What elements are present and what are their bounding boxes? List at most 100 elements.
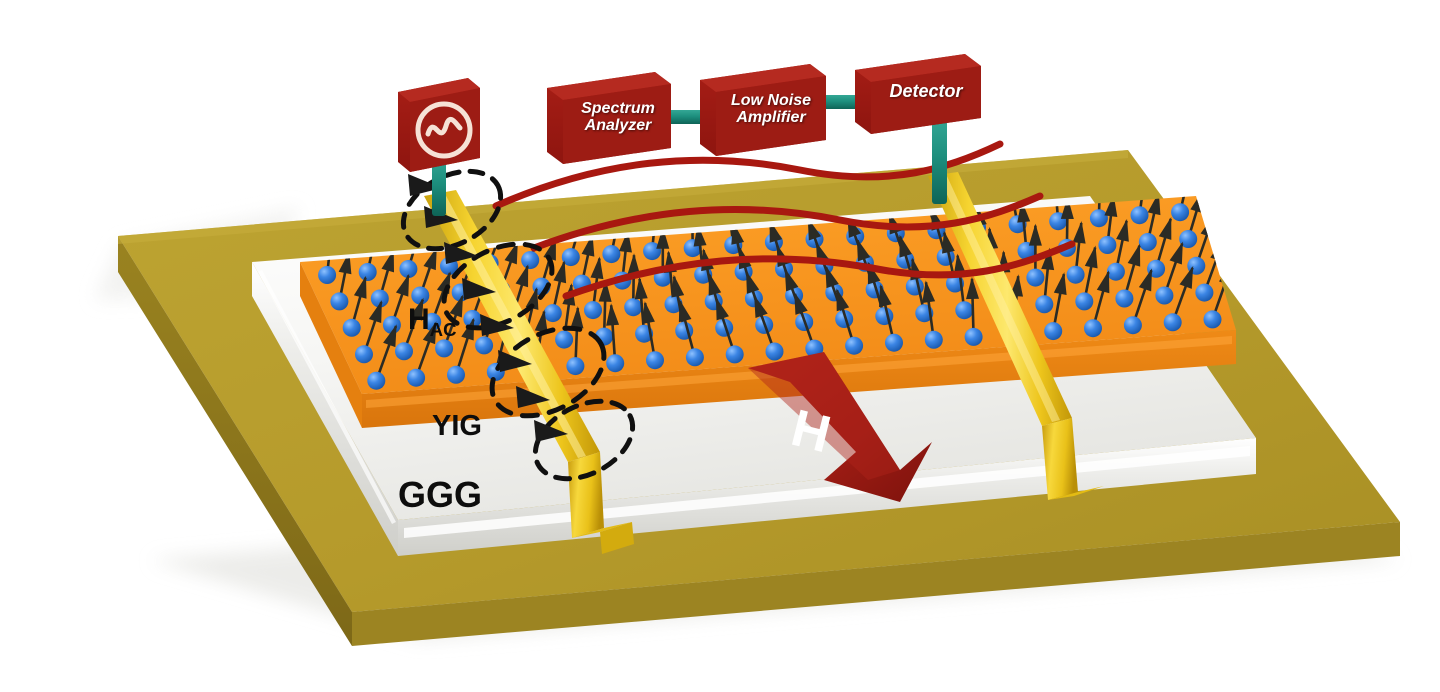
spin-arrow-head [515, 264, 529, 288]
cable-generator-to-input-antenna [432, 156, 446, 216]
spin-arrow-head [671, 274, 685, 298]
spin-sphere [643, 242, 662, 261]
spin-sphere [463, 310, 482, 328]
spin-arrow-head [504, 241, 518, 265]
spin-arrow-head [836, 288, 850, 312]
spin-arrow-head [922, 280, 936, 303]
spin-arrow-head [1010, 274, 1024, 297]
spin-arrow-head [1180, 164, 1198, 188]
spin-arrow-head [1179, 265, 1194, 289]
spin-sphere [584, 301, 602, 320]
spin-arrow-head [525, 286, 539, 310]
spin-arrow-head [794, 292, 808, 315]
spin-arrow-head [1060, 196, 1074, 219]
spin-sphere [566, 357, 585, 376]
spin-arrow-head [942, 230, 955, 254]
spin-arrow-head [879, 284, 892, 308]
spin-sphere [382, 315, 401, 334]
spin-arrow-head [715, 297, 729, 321]
instrument-spectrum-analyzer[interactable] [547, 72, 671, 164]
spin-sphere [1123, 316, 1142, 335]
spin-sphere [399, 260, 418, 278]
spin-sphere [330, 292, 349, 311]
spin-sphere [606, 354, 625, 373]
spin-sphere [845, 336, 864, 355]
spin-sphere [423, 312, 442, 331]
spin-arrow-head [553, 260, 567, 284]
spin-arrow-head [678, 299, 692, 323]
spin-sphere [1195, 283, 1214, 302]
spin-arrow-head [1084, 245, 1098, 269]
spin-arrow-head [825, 265, 839, 289]
spin-sphere [1179, 230, 1198, 248]
spin-sphere [1171, 203, 1190, 222]
spin-sphere [885, 333, 903, 352]
spin-sphere [358, 263, 377, 281]
spin-arrow-head [423, 247, 437, 271]
spin-arrow-head [784, 268, 799, 292]
spin-sphere [342, 318, 361, 337]
spin-sphere [475, 336, 494, 355]
spin-sphere [865, 280, 884, 299]
spin-arrow-head [353, 275, 367, 299]
sine-wave-glyph [425, 116, 463, 137]
spin-sphere [602, 245, 621, 264]
spin-sphere [561, 248, 580, 267]
spin-sphere [765, 342, 784, 361]
spin-arrow-head [422, 321, 437, 345]
sine-wave-in-circle-icon [415, 101, 473, 159]
spin-sphere [646, 351, 664, 370]
spin-sphere [1130, 206, 1149, 225]
spin-sphere [1066, 265, 1085, 284]
spin-sphere [521, 251, 540, 270]
field-loop [489, 325, 607, 419]
spin-arrow-head [1041, 247, 1055, 271]
spin-arrow-head [449, 294, 464, 318]
spin-arrow-head [746, 270, 760, 294]
spin-sphere [555, 330, 574, 349]
spin-arrow-head [1138, 268, 1153, 292]
spin-sphere [435, 339, 454, 358]
spin-sphere [1084, 319, 1102, 338]
spin-sphere [411, 286, 430, 305]
spin-sphere [367, 371, 386, 390]
spin-arrow-head [534, 309, 548, 333]
spin-sphere [1203, 310, 1222, 329]
spin-arrow-head [1116, 218, 1129, 242]
spin-sphere [725, 345, 744, 364]
spin-sphere [318, 266, 337, 284]
spin-sphere [407, 368, 426, 387]
instrument-detector[interactable] [855, 54, 981, 134]
spin-sphere [924, 330, 943, 349]
instrument-low-noise-amplifier[interactable] [700, 64, 826, 156]
spin-arrow-head [1072, 221, 1086, 244]
spin-sphere [355, 345, 373, 364]
spin-sphere [1026, 268, 1045, 287]
field-loop [532, 398, 636, 482]
spin-arrow-head [634, 276, 648, 300]
spin-sphere [1017, 241, 1036, 260]
spin-sphere [835, 310, 854, 328]
spin-sphere [1106, 262, 1125, 281]
spin-arrow-head [1169, 241, 1183, 265]
spin-sphere [624, 298, 643, 317]
spin-wave-curve [562, 240, 1076, 300]
spin-sphere [447, 365, 465, 384]
instrument-signal-generator[interactable] [398, 78, 480, 172]
spin-wave-curve [530, 192, 1044, 252]
spin-arrow-head [606, 303, 620, 326]
spin-arrow-head [1028, 223, 1042, 246]
spin-arrow-head [1210, 239, 1224, 262]
spin-arrow-head [1053, 272, 1067, 295]
spin-arrow-head [570, 306, 584, 329]
spin-arrow-head [383, 324, 397, 348]
spin-arrow-head [754, 295, 768, 319]
spin-sphere [875, 307, 894, 326]
spin-arrow-head [598, 279, 612, 302]
spin-sphere [370, 289, 389, 308]
spin-arrow-head [1158, 216, 1172, 240]
spin-arrow-head [966, 276, 980, 300]
cable-detector-to-output-antenna [932, 118, 947, 204]
